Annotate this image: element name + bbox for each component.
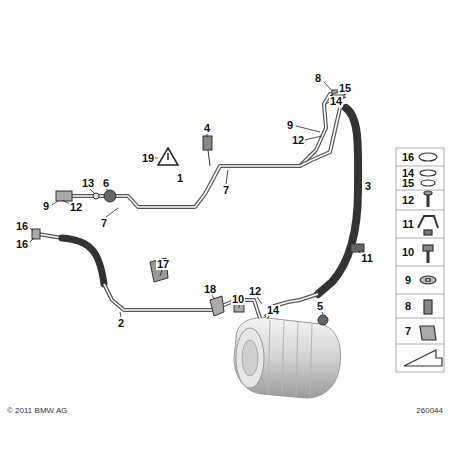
callout-number: 12 — [401, 195, 415, 206]
callout-number: 4 — [203, 123, 211, 134]
pipe-2 — [38, 234, 260, 318]
callout-number: 10 — [231, 294, 245, 305]
pipe-1 — [72, 94, 346, 207]
callout-number: 9 — [404, 275, 412, 286]
callout-number: 16 — [401, 152, 415, 163]
callout-number: 14 — [329, 96, 343, 107]
callout-number: 18 — [203, 284, 217, 295]
callout-number: 7 — [222, 185, 230, 196]
callout-number: 19 — [141, 153, 155, 164]
hose-3 — [266, 108, 364, 318]
callout-number: 12 — [69, 202, 83, 213]
callout-number: 12 — [291, 135, 305, 146]
callout-number: 15 — [401, 178, 415, 189]
callout-number: 8 — [314, 73, 322, 84]
callout-number: 16 — [15, 221, 29, 232]
callout-number: 17 — [156, 259, 170, 270]
drawing-number: 260044 — [415, 407, 444, 415]
callout-number: 9 — [42, 201, 50, 212]
callout-number: 15 — [338, 83, 352, 94]
callout-number: 13 — [81, 178, 95, 189]
callout-number: 3 — [364, 181, 372, 192]
copyright-note: © 2011 BMW AG — [6, 407, 68, 415]
compressor — [234, 318, 340, 398]
callout-number: 7 — [404, 326, 412, 337]
callout-number: 9 — [286, 120, 294, 131]
callout-number: 11 — [360, 253, 374, 264]
callout-number: 10 — [401, 247, 415, 258]
callout-number: 14 — [266, 305, 280, 316]
leader-lines — [30, 82, 361, 317]
callout-number: 11 — [401, 219, 415, 230]
warning-symbol — [158, 148, 178, 165]
callout-number: 2 — [117, 318, 125, 329]
callout-number: 12 — [248, 286, 262, 297]
parts-sidebar — [396, 148, 444, 372]
callout-number: 8 — [404, 301, 412, 312]
fittings — [32, 90, 344, 325]
callout-number: 7 — [100, 218, 108, 229]
callout-number: 1 — [176, 173, 184, 184]
callout-number: 6 — [102, 178, 110, 189]
callout-number: 5 — [316, 301, 324, 312]
callout-number: 16 — [15, 239, 29, 250]
